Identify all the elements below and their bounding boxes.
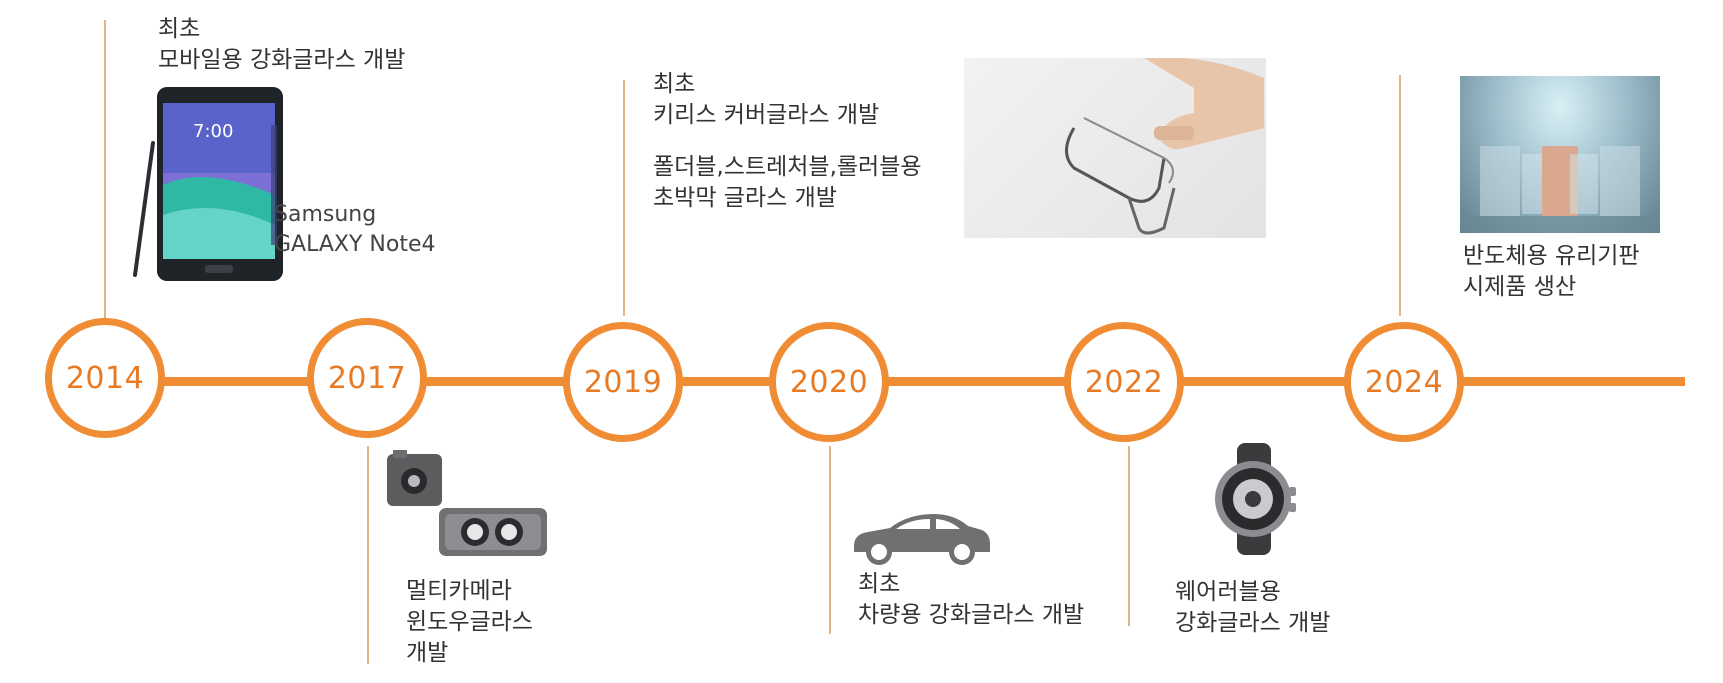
milestone-2017-line-2: 윈도우글라스 [406,609,533,635]
milestone-2019-line-4: 초박막 글라스 개발 [653,185,837,211]
svg-text:7:00: 7:00 [193,121,233,142]
phone-caption-line-2: GALAXY Note4 [274,232,436,257]
year-circle-2019: 2019 [563,322,683,442]
milestone-2020-line-2: 차량용 강화글라스 개발 [858,602,1085,628]
milestone-2022-line-1: 웨어러블용 [1175,579,1281,605]
year-label-2017: 2017 [327,360,407,396]
milestone-2024-line-1: 반도체용 유리기판 [1463,243,1640,269]
milestone-2019-line-2: 키리스 커버글라스 개발 [653,102,880,128]
milestone-2014-line-1: 최초 [158,16,201,42]
year-label-2022: 2022 [1084,364,1164,400]
phone-caption: Samsung GALAXY Note4 [274,200,436,260]
smartwatch-icon [1203,443,1303,555]
connector-2024 [1399,75,1401,316]
milestone-2019-line-3: 폴더블,스트레처블,롤러블용 [653,154,922,180]
year-circle-2022: 2022 [1064,322,1184,442]
milestone-2014-line-2: 모바일용 강화글라스 개발 [158,47,406,73]
year-label-2014: 2014 [65,360,145,396]
year-label-2020: 2020 [789,364,869,400]
year-label-2019: 2019 [583,364,663,400]
milestone-2020-line-1: 최초 [858,571,901,597]
milestone-2019-text: 최초 키리스 커버글라스 개발 폴더블,스트레처블,롤러블용 초박막 글라스 개… [653,69,922,214]
milestone-2024-text: 반도체용 유리기판 시제품 생산 [1463,241,1640,303]
year-circle-2014: 2014 [45,318,165,438]
connector-2014 [104,20,106,320]
milestone-2020-text: 최초 차량용 강화글라스 개발 [858,569,1084,631]
connector-2020 [829,446,831,634]
milestone-2017-line-1: 멀티카메라 [406,578,512,604]
milestone-2014-text: 최초 모바일용 강화글라스 개발 [158,14,405,76]
year-circle-2020: 2020 [769,322,889,442]
milestone-2022-text: 웨어러블용 강화글라스 개발 [1175,577,1330,639]
connector-2019 [623,80,625,316]
milestone-2024-line-2: 시제품 생산 [1463,274,1577,300]
milestone-2017-text: 멀티카메라 윈도우글라스 개발 [406,576,533,669]
connector-2022 [1128,446,1130,626]
milestone-2017-line-3: 개발 [406,640,449,666]
camera-window-icon [383,450,553,560]
year-circle-2024: 2024 [1344,322,1464,442]
glass-substrate-photo [1460,76,1660,233]
year-circle-2017: 2017 [307,318,427,438]
car-icon [850,510,992,570]
flexible-glass-photo [964,57,1266,238]
timeline-bar [100,377,1685,386]
year-label-2024: 2024 [1364,364,1444,400]
milestone-2022-line-2: 강화글라스 개발 [1175,610,1331,636]
milestone-2019-line-1: 최초 [653,71,696,97]
smartphone-icon: 7:00 [125,85,285,285]
connector-2017 [367,446,369,664]
phone-caption-line-1: Samsung [274,202,377,227]
